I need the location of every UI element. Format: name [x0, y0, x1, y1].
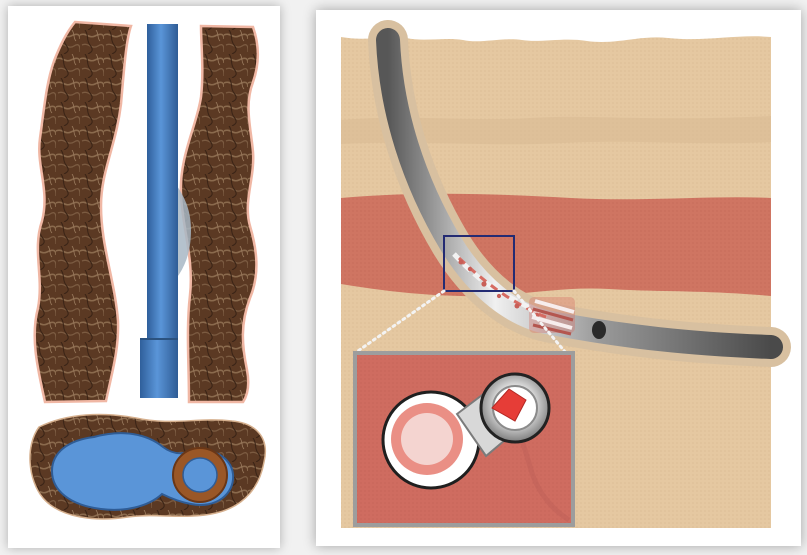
- magnified-inset: [355, 353, 573, 525]
- hard-formation-band: [341, 194, 771, 296]
- drill-string: [147, 24, 178, 341]
- pipe-end-cut: [592, 321, 606, 339]
- wellbore-end-section: [30, 415, 265, 519]
- drill-collar: [140, 339, 178, 398]
- right-rock-wall: [181, 26, 258, 402]
- keyseat-diagram: [316, 10, 801, 546]
- pipe-bore: [183, 458, 217, 492]
- wellbore-side-section: [35, 22, 258, 402]
- inset-worn-surface: [401, 413, 453, 465]
- left-panel: [8, 6, 280, 548]
- right-panel: [316, 10, 801, 546]
- left-rock-wall: [35, 22, 131, 402]
- wellbore-diagram: [8, 6, 280, 548]
